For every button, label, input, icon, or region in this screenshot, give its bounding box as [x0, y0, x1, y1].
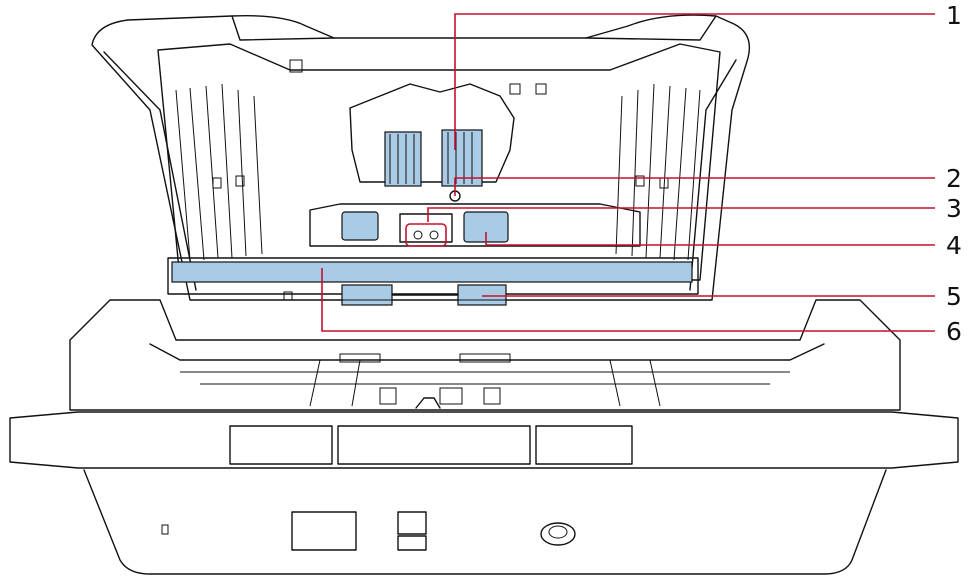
callout-leaders	[321, 13, 935, 332]
pick-roller-assembly	[349, 83, 515, 202]
feed-roller-group	[309, 203, 641, 247]
scanner-base	[83, 469, 887, 575]
pick-roller-left	[384, 131, 422, 187]
power-indicator	[161, 524, 169, 535]
callout-1: 1	[946, 1, 962, 30]
callout-2: 2	[946, 164, 962, 193]
pick-roller-right	[441, 129, 483, 187]
glass-strip-assembly	[167, 257, 699, 306]
feed-roller-left	[341, 211, 379, 241]
sensor-window-3	[405, 223, 447, 247]
leader-3	[427, 207, 935, 222]
front-panel	[9, 411, 959, 469]
callout-numbers: 1 2 3 4 5 6	[946, 1, 962, 346]
leader-6	[321, 268, 935, 332]
leader-1	[454, 13, 935, 150]
callout-5: 5	[946, 282, 962, 311]
leader-4	[485, 232, 935, 246]
top-cover	[91, 14, 751, 301]
callout-3: 3	[946, 194, 962, 223]
lower-roller-right	[457, 284, 507, 306]
lower-unit	[69, 299, 901, 411]
leader-2	[454, 177, 935, 196]
callout-4: 4	[946, 231, 962, 260]
glass-strip	[171, 261, 693, 283]
lower-roller-left	[341, 284, 393, 306]
callout-6: 6	[946, 317, 962, 346]
power-button	[540, 522, 576, 546]
